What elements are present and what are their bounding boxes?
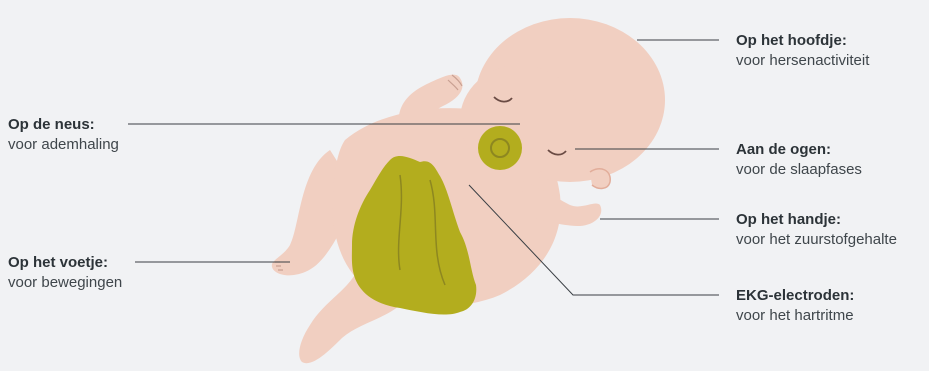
label-head: Op het hoofdje: voor hersenactiviteit (736, 31, 869, 72)
label-head-title: Op het hoofdje: (736, 31, 869, 51)
label-eyes: Aan de ogen: voor de slaapfases (736, 140, 862, 181)
label-foot-title: Op het voetje: (8, 253, 122, 273)
label-foot: Op het voetje: voor bewegingen (8, 253, 122, 294)
label-head-subtitle: voor hersenactiviteit (736, 51, 869, 71)
label-ekg-title: EKG-electroden: (736, 286, 854, 306)
label-ekg: EKG-electroden: voor het hartritme (736, 286, 854, 327)
label-hand: Op het handje: voor het zuurstofgehalte (736, 210, 897, 251)
label-nose: Op de neus: voor ademhaling (8, 115, 119, 156)
label-eyes-title: Aan de ogen: (736, 140, 862, 160)
label-hand-subtitle: voor het zuurstofgehalte (736, 230, 897, 250)
label-ekg-subtitle: voor het hartritme (736, 306, 854, 326)
label-eyes-subtitle: voor de slaapfases (736, 160, 862, 180)
label-foot-subtitle: voor bewegingen (8, 273, 122, 293)
pacifier (478, 126, 522, 170)
baby-ear (590, 169, 610, 189)
label-nose-subtitle: voor ademhaling (8, 135, 119, 155)
label-nose-title: Op de neus: (8, 115, 119, 135)
label-hand-title: Op het handje: (736, 210, 897, 230)
